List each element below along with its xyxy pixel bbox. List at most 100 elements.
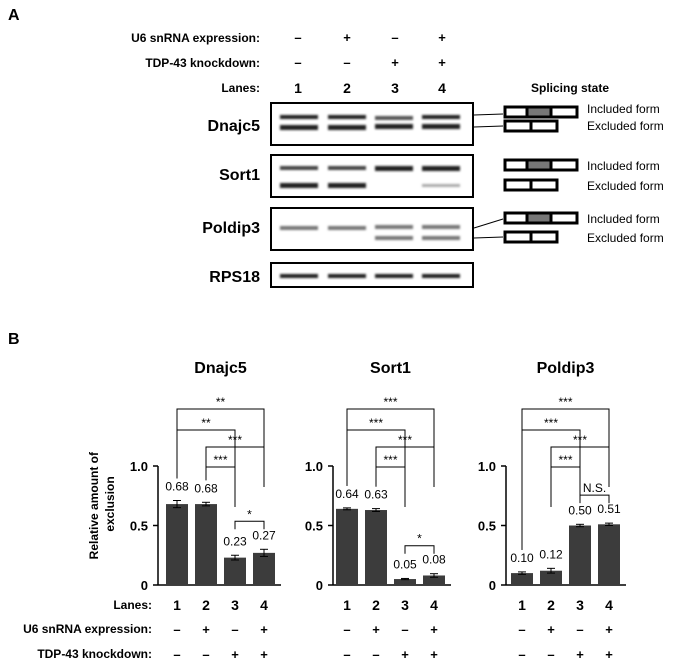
significance-bracket xyxy=(176,408,265,479)
splicing-schematic-sort1: Included form Excluded form xyxy=(503,158,664,193)
chart-dnajc5: Dnajc500.51.00.681––0.682+–0.233–+0.274+… xyxy=(130,360,281,660)
significance-bracket xyxy=(521,429,581,550)
panel-a-label: A xyxy=(8,7,20,24)
bar xyxy=(224,557,246,585)
significance-label: *** xyxy=(573,433,587,447)
significance-label: ** xyxy=(201,416,211,430)
significance-label: *** xyxy=(383,453,397,467)
bar xyxy=(365,510,387,585)
tdp-sign: + xyxy=(605,647,613,660)
bar xyxy=(569,525,591,585)
excluded-form-label: Excluded form xyxy=(587,179,664,193)
tdp-sign: – xyxy=(202,647,209,660)
bar xyxy=(336,508,358,585)
value-label: 0.68 xyxy=(165,480,189,494)
bar xyxy=(598,524,620,585)
bar xyxy=(394,579,416,585)
value-label: 0.27 xyxy=(252,528,276,542)
x-tick-label: 1 xyxy=(343,597,351,613)
u6-sign: + xyxy=(372,622,380,637)
tdp-sign: – xyxy=(343,647,350,660)
included-form-label: Included form xyxy=(587,102,660,116)
u6-row-label: U6 snRNA expression: xyxy=(131,31,260,45)
u6-sign: + xyxy=(202,622,210,637)
tdp-sign: – xyxy=(518,647,525,660)
y-axis-title-line-2: exclusion xyxy=(103,476,117,531)
tdp-sign: + xyxy=(231,647,239,660)
value-label: 0.68 xyxy=(194,481,218,495)
u6-sign: + xyxy=(260,622,268,637)
tdp-sign: – xyxy=(173,647,180,660)
blot-label-sort1: Sort1 xyxy=(219,167,260,184)
chart-title: Dnajc5 xyxy=(194,360,247,377)
blot-label-poldip3: Poldip3 xyxy=(202,220,260,237)
tdp-sign-lane-3: + xyxy=(391,55,399,70)
significance-label: *** xyxy=(228,433,242,447)
x-tick-label: 2 xyxy=(202,597,210,613)
gel-poldip3 xyxy=(270,207,474,251)
y-axis-title-line-1: Relative amount of xyxy=(87,451,101,559)
x-tick-label: 3 xyxy=(401,597,409,613)
splicing-schematic-dnajc5: Included form Excluded form xyxy=(473,102,664,133)
tdp-sign-lane-1: – xyxy=(294,55,301,70)
y-tick-label: 0 xyxy=(141,578,148,593)
panel-b: B Relative amount of exclusion Dnajc500.… xyxy=(8,331,626,660)
x-tick-label: 1 xyxy=(518,597,526,613)
y-tick-label: 0.5 xyxy=(130,519,148,534)
y-tick-label: 0.5 xyxy=(478,519,496,534)
significance-label: *** xyxy=(369,416,383,430)
x-tick-label: 1 xyxy=(173,597,181,613)
u6-sign: – xyxy=(576,622,583,637)
x-tick-label: 4 xyxy=(605,597,613,613)
bar xyxy=(195,504,217,585)
value-label: 0.23 xyxy=(223,534,247,548)
significance-bracket xyxy=(205,466,236,507)
value-label: 0.63 xyxy=(364,488,388,502)
significance-bracket xyxy=(579,494,610,504)
included-form-diagram xyxy=(503,211,579,225)
u6-sign: + xyxy=(547,622,555,637)
splicing-schematic-poldip3: Included form Excluded form xyxy=(473,211,664,245)
u6-sign: – xyxy=(401,622,408,637)
lanes-row-label: Lanes: xyxy=(221,81,260,95)
b-tdp-label: TDP-43 knockdown: xyxy=(37,647,152,660)
u6-sign-lane-2: + xyxy=(343,30,351,45)
chart-poldip3: Poldip300.51.00.101––0.122+–0.503–+0.514… xyxy=(478,360,626,660)
significance-label: * xyxy=(247,507,252,521)
significance-bracket xyxy=(234,520,265,530)
excluded-form-diagram xyxy=(503,178,559,192)
bar xyxy=(511,573,533,585)
u6-sign: + xyxy=(605,622,613,637)
tdp-sign: + xyxy=(401,647,409,660)
u6-sign-lane-3: – xyxy=(391,30,398,45)
x-tick-label: 2 xyxy=(547,597,555,613)
x-tick-label: 3 xyxy=(576,597,584,613)
chart-title: Sort1 xyxy=(370,360,411,377)
significance-bracket xyxy=(205,446,265,487)
tdp-sign: + xyxy=(430,647,438,660)
y-tick-label: 1.0 xyxy=(305,459,323,474)
excluded-form-label: Excluded form xyxy=(587,231,664,245)
x-tick-label: 3 xyxy=(231,597,239,613)
x-tick-label: 4 xyxy=(260,597,268,613)
blot-label-rps18: RPS18 xyxy=(209,269,260,286)
included-form-label: Included form xyxy=(587,159,660,173)
b-lanes-label: Lanes: xyxy=(113,598,152,612)
excluded-form-diagram xyxy=(503,230,559,244)
lane-number-1: 1 xyxy=(294,80,302,96)
significance-label: *** xyxy=(558,395,572,409)
tdp-sign: – xyxy=(547,647,554,660)
value-label: 0.50 xyxy=(568,503,592,517)
significance-label: *** xyxy=(398,433,412,447)
blot-label-dnajc5: Dnajc5 xyxy=(208,118,261,135)
lane-number-2: 2 xyxy=(343,80,351,96)
u6-sign-lane-4: + xyxy=(438,30,446,45)
significance-label: *** xyxy=(558,453,572,467)
tdp-sign: + xyxy=(576,647,584,660)
lane-number-4: 4 xyxy=(438,80,446,96)
charts: Dnajc5 0 0.5 1.0 0.68 1 – – 0.68 2 + – 0.23 3 – +0.27 4 +… xyxy=(130,360,626,660)
significance-bracket xyxy=(550,466,581,507)
lane-number-3: 3 xyxy=(391,80,399,96)
panel-a: A U6 snRNA expression: – + – + TDP-43 kn… xyxy=(8,7,664,288)
significance-label: ** xyxy=(216,395,226,409)
